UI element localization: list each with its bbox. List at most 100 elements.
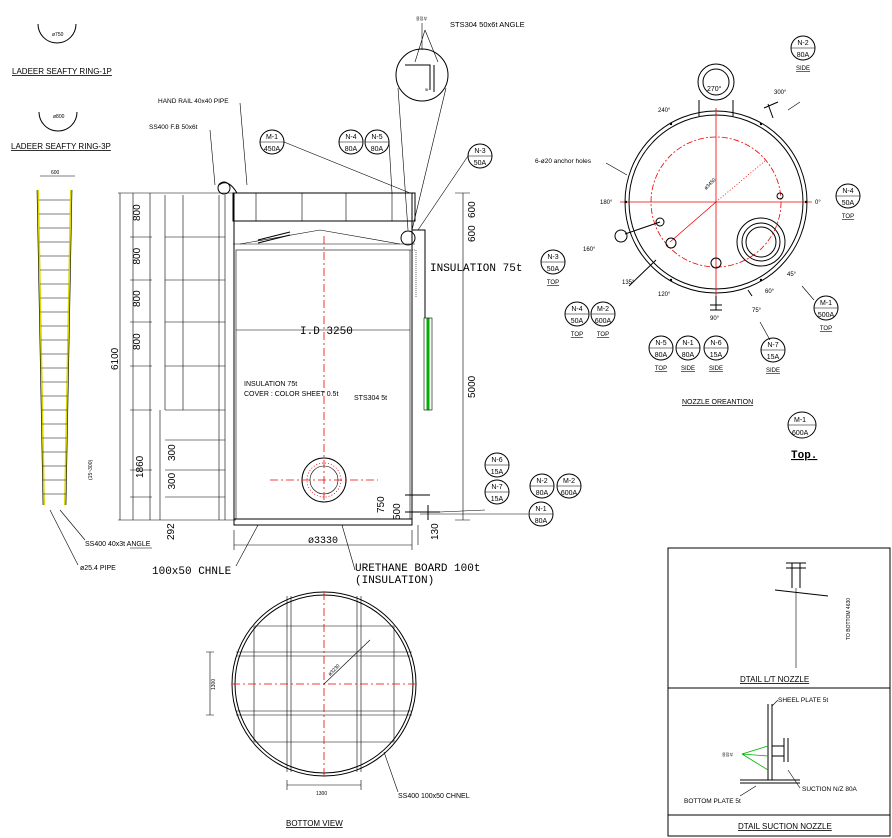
- top-manhole-tag: M-1 600A Top.: [787, 411, 817, 462]
- leader: [388, 141, 393, 194]
- angle-note: STS304 50x6t ANGLE: [450, 20, 525, 29]
- dim-right-5000: 5000: [467, 375, 478, 398]
- detail-suction-nozzle: SHEEL PLATE 5t BOTTOM PLATE 5t SUCTION N…: [667, 687, 891, 837]
- lt-title: DTAIL L/T NOZZLE: [740, 675, 809, 684]
- ladder-ring-1: ø750 LADEER SEAFTY RING-1P: [12, 23, 112, 76]
- angle-180: 180°: [600, 200, 613, 206]
- dim-left-1860: 1860: [135, 455, 146, 478]
- dim-right-600a: 600: [467, 201, 478, 218]
- angle-160: 160°: [583, 247, 596, 253]
- tag-size: 50A: [547, 266, 560, 273]
- tag-id: N-2: [536, 478, 547, 485]
- orient-tag-1: N-4 50A TOP: [835, 183, 861, 220]
- outer-dia: ø3330: [308, 536, 338, 547]
- angle-0: 0°: [815, 200, 821, 206]
- orientation-nozzle-tags: N-280ASIDEN-450ATOPN-350ATOPN-450ATOPM-2…: [540, 35, 861, 374]
- tag-id: N-3: [474, 148, 485, 155]
- angle-300: 300°: [774, 90, 787, 96]
- ladder-ring-3: ø800 LADEER SEAFTY RING-3P: [11, 111, 111, 151]
- dim-left-7: 292: [166, 523, 177, 540]
- flat-bar-note: SS400 F.B 50x6t: [149, 124, 198, 131]
- material-note: STS304 5t: [354, 395, 387, 402]
- elev-tag-n-2: N-2 80A: [529, 473, 555, 499]
- insulation-note: INSULATION 75t: [244, 381, 297, 388]
- hand-rail-note: HAND RAIL 40x40 PIPE: [158, 98, 229, 105]
- dim-right-130: 130: [430, 523, 441, 540]
- angle-60: 60°: [765, 289, 775, 295]
- tag-size: 80A: [797, 52, 810, 59]
- nozzle-orientation: ø3450 6-ø20 anchor holes 270° 300° 240° …: [535, 63, 821, 406]
- tag-size: 600A: [561, 490, 578, 497]
- ring-1-dia: ø750: [52, 32, 64, 38]
- tag-id: N-7: [767, 342, 778, 349]
- tag-size: 50A: [842, 200, 855, 207]
- angle-240: 240°: [658, 108, 671, 114]
- dim-left-1: 800: [132, 247, 143, 264]
- dim-left-0: 800: [132, 204, 143, 221]
- dim-right-600b: 600: [467, 225, 478, 242]
- top-manhole-id: M-1: [794, 417, 806, 424]
- ring-3-dia: ø800: [53, 114, 65, 120]
- angle-45: 45°: [787, 272, 797, 278]
- top-manhole-pos: Top.: [791, 450, 817, 462]
- tag-size: 80A: [371, 146, 384, 153]
- tag-position: TOP: [571, 332, 583, 338]
- tag-id: N-1: [682, 340, 693, 347]
- ring-3-label: LADEER SEAFTY RING-3P: [11, 142, 111, 151]
- dim-left-2: 800: [132, 290, 143, 307]
- tag-id: M-2: [597, 306, 609, 313]
- tag-id: N-6: [491, 457, 502, 464]
- tag-position: TOP: [842, 214, 854, 220]
- tag-id: N-4: [345, 134, 356, 141]
- id-label: I.D 3250: [300, 326, 353, 338]
- tag-id: N-3: [547, 254, 558, 261]
- tag-position: SIDE: [709, 366, 723, 372]
- total-height: 6100: [110, 347, 121, 370]
- tag-position: SIDE: [796, 66, 810, 72]
- tag-id: N-4: [571, 306, 582, 313]
- ladder-pipe-note: ø25.4 PIPE: [80, 565, 116, 572]
- tag-position: SIDE: [766, 368, 780, 374]
- angle-270: 270°: [707, 85, 722, 93]
- tag-size: 500A: [818, 312, 835, 319]
- suction-shell: SHEEL PLATE 5t: [778, 697, 828, 704]
- tag-size: 450A: [264, 146, 281, 153]
- tag-size: 600A: [595, 318, 612, 325]
- ladder-detail: 600 (15~300) SS400 40x3t ANGLE ø25.4 PIP…: [36, 170, 151, 572]
- tag-size: 80A: [535, 518, 548, 525]
- bottom-view: ø3230 1300 1300 SS400 100x50 CHNEL BOTTO…: [206, 591, 470, 828]
- channel-note: 100x50 CHNLE: [152, 566, 232, 578]
- bottom-dim-bottom: 1300: [316, 791, 327, 797]
- suction-weld: 용접부: [722, 751, 733, 757]
- orientation-dia: ø3450: [703, 177, 717, 191]
- tag-id: N-5: [371, 134, 382, 141]
- suction-title: DTAIL SUCTION NOZZLE: [738, 822, 832, 831]
- ladder-width: 600: [51, 170, 60, 176]
- tag-position: TOP: [597, 332, 609, 338]
- ladder-spacing: (15~300): [88, 460, 94, 480]
- tag-id: N-4: [842, 188, 853, 195]
- bottom-channel: SS400 100x50 CHNEL: [398, 793, 470, 800]
- top-manhole-size: 600A: [792, 430, 809, 437]
- detail-lt-nozzle: TO BOTTOM 4630 DTAIL L/T NOZZLE: [667, 547, 891, 689]
- angle-90: 90°: [710, 316, 720, 322]
- tag-id: N-6: [710, 340, 721, 347]
- dim-left-6: 300: [167, 472, 178, 489]
- urethane-note: URETHANE BOARD 100t: [355, 563, 480, 575]
- suction-bottom: BOTTOM PLATE 5t: [684, 798, 741, 805]
- orientation-title: NOZZLE OREANTION: [682, 399, 753, 406]
- tag-size: 80A: [536, 490, 549, 497]
